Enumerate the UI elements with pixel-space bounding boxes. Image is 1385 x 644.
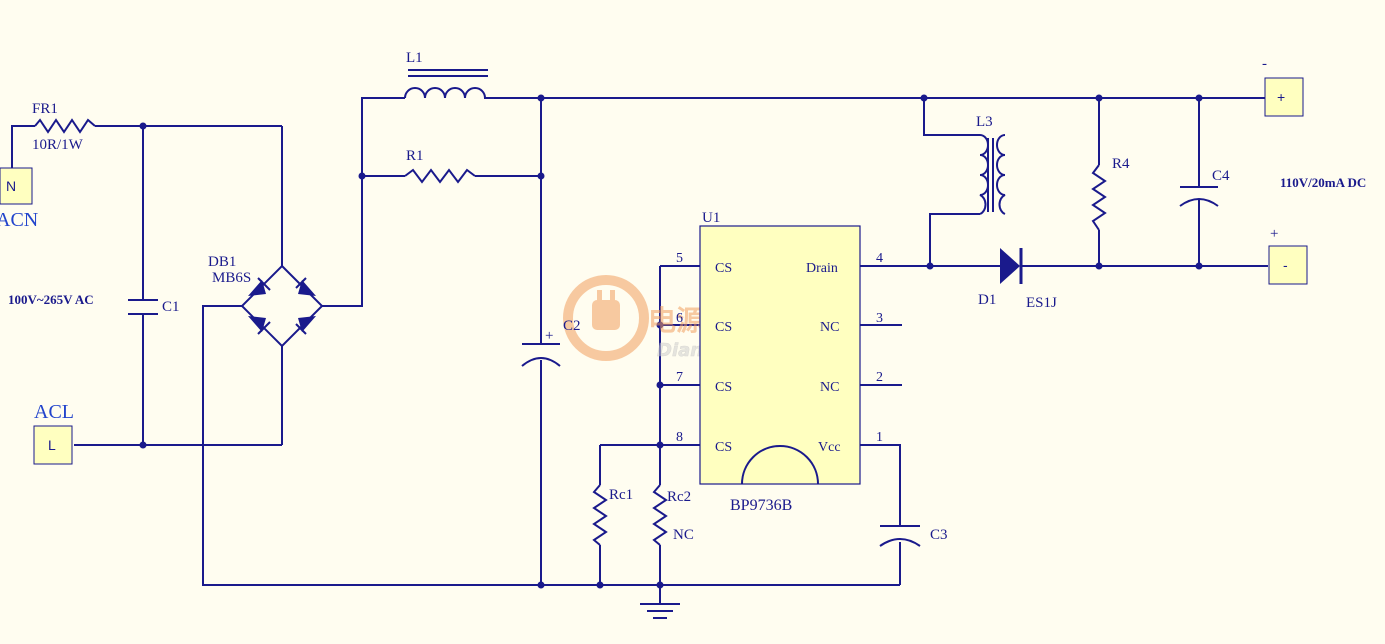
wires [11, 97, 1268, 604]
bridge-rectifier-db1 [240, 264, 324, 348]
resistor-rc1 [592, 484, 608, 546]
u1-label: U1 [702, 210, 720, 226]
out-top-sign: - [1262, 56, 1267, 72]
d1-part: ES1J [1026, 295, 1057, 311]
chip-pins-left: 5 CS 6 CS 7 CS 8 CS [676, 251, 732, 455]
pin-num: 5 [676, 251, 683, 266]
connector-out-bottom: - [1268, 245, 1308, 285]
c2-label: C2 [563, 318, 581, 334]
fr1-value: 10R/1W [32, 137, 84, 153]
out-top-conn-label: + [1277, 89, 1285, 105]
pin-num: 8 [676, 430, 683, 445]
capacitor-c1 [128, 299, 158, 315]
connector-n-label: N [6, 178, 16, 194]
pin-name: CS [715, 440, 732, 455]
chip-pins-right: 4 Drain 3 NC 2 NC 1 Vcc [806, 251, 883, 455]
out-bot-conn-label: - [1283, 257, 1288, 273]
c2-plus: + [545, 328, 553, 344]
ic-u1 [699, 225, 861, 485]
acn-label: ACN [0, 209, 38, 231]
c4-label: C4 [1212, 168, 1230, 184]
diode-d1 [1000, 248, 1023, 284]
connector-out-top: + [1264, 77, 1304, 117]
c3-label: C3 [930, 527, 948, 543]
pin-num: 6 [676, 311, 683, 326]
chip-name: BP9736B [730, 497, 792, 514]
capacitor-c2 [521, 343, 561, 367]
l1-label: L1 [406, 50, 423, 66]
out-bot-sign: + [1270, 226, 1278, 242]
pin-name: CS [715, 380, 732, 395]
pin-name: NC [820, 380, 839, 395]
resistor-r4 [1091, 164, 1107, 231]
r4-label: R4 [1112, 156, 1130, 172]
r1-label: R1 [406, 148, 424, 164]
fr1-label: FR1 [32, 101, 58, 117]
pin-num: 2 [876, 370, 883, 385]
l3-label: L3 [976, 114, 993, 130]
plug-logo-icon [563, 275, 649, 361]
pin-name: CS [715, 320, 732, 335]
rc2-label: Rc2 [667, 489, 691, 505]
pin-name: NC [820, 320, 839, 335]
capacitor-c4 [1179, 186, 1219, 207]
pin-num: 3 [876, 311, 883, 326]
db1-label: DB1 [208, 254, 236, 270]
db1-part: MB6S [212, 270, 251, 286]
ac-range-label: 100V~265V AC [8, 292, 94, 307]
ground-icon [640, 603, 680, 619]
capacitor-c3 [879, 525, 921, 547]
pin-name: Drain [806, 261, 838, 276]
pin-num: 1 [876, 430, 883, 445]
inductor-l3 [979, 134, 1006, 215]
pin-name: Vcc [818, 440, 841, 455]
inductor-l1 [404, 69, 490, 99]
d1-label: D1 [978, 292, 996, 308]
connector-n: N [0, 167, 33, 205]
fuse-resistor-fr1 [34, 118, 96, 134]
resistor-rc2 [652, 484, 668, 546]
junction-dots [139, 94, 1203, 589]
resistor-r1 [404, 168, 476, 184]
rc1-label: Rc1 [609, 487, 633, 503]
pin-name: CS [715, 261, 732, 276]
pin-num: 7 [676, 370, 683, 385]
pin-num: 4 [876, 251, 883, 266]
connector-l-label: L [48, 437, 56, 453]
c1-label: C1 [162, 299, 180, 315]
rc2-value: NC [673, 527, 694, 543]
dc-output-label: 110V/20mA DC [1280, 175, 1366, 190]
connector-l: L [33, 425, 73, 465]
acl-label: ACL [34, 401, 74, 423]
